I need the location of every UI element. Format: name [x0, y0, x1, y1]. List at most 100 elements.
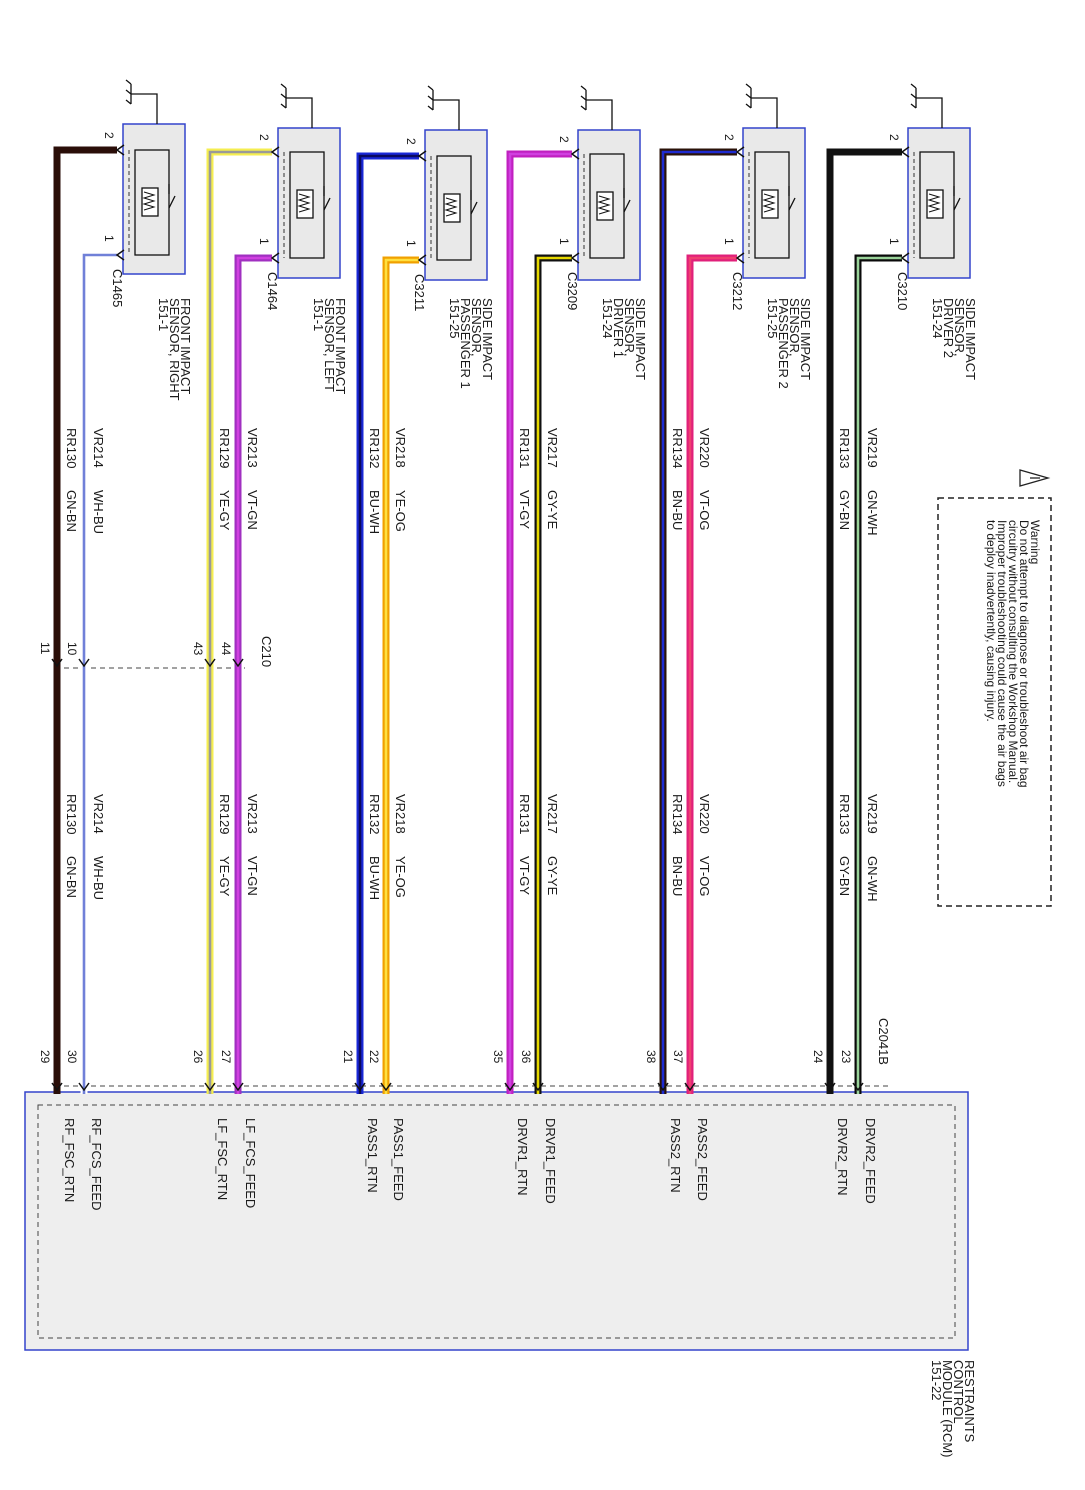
circuit-a-upper: RR129 — [217, 428, 232, 468]
arrow-pin-2 — [735, 146, 745, 158]
circuit-a-upper: RR131 — [517, 428, 532, 468]
sensor-pin-1-wrap: 1 — [257, 238, 271, 245]
arrow-pin-2 — [417, 150, 427, 162]
circuit-a-upper: RR130 — [64, 428, 79, 468]
sensor-name-line-0: SIDE IMPACT — [798, 298, 813, 380]
sensor-circuit — [919, 151, 955, 259]
sensor-connector-label-wrap: C3210 — [895, 272, 910, 310]
module-pin-b-wrap: 36 — [519, 1050, 533, 1064]
switch-blade — [623, 199, 631, 213]
sensor-name-line-0-wrap: SIDE IMPACT — [963, 298, 978, 380]
arrow-pin-1 — [735, 252, 745, 264]
sensor-pin-2: 2 — [257, 134, 271, 141]
sensor-pin-1-wrap: 1 — [887, 238, 901, 245]
colorcode-b-lower: GN-WH — [865, 856, 880, 902]
sensor-pin-2: 2 — [887, 134, 901, 141]
colorcode-b-upper-wrap: GN-WH — [865, 490, 880, 536]
sensor-name-line-1-wrap: SENSOR, — [787, 298, 802, 357]
colorcode-a-upper-wrap: GN-BN — [64, 490, 79, 532]
arrow-module-a — [504, 1082, 516, 1092]
inline-pin-b: 10 — [65, 642, 79, 656]
arrow-module-a — [657, 1082, 669, 1092]
arrow-pin-2 — [270, 146, 280, 158]
circuit-a-lower-wrap: RR129 — [217, 794, 232, 834]
sensor-name-line-1: SENSOR, — [952, 298, 967, 357]
signal-a: DRVR2_RTN — [835, 1118, 850, 1196]
sensor-circuit — [754, 151, 790, 259]
sensor-pin-1: 1 — [722, 238, 736, 245]
sensor-connector-label-wrap: C3212 — [730, 272, 745, 310]
circuit-a-lower: RR134 — [670, 794, 685, 834]
colorcode-a-lower: GY-BN — [837, 856, 852, 896]
colorcode-a-lower-wrap: GY-BN — [837, 856, 852, 896]
sensor-name-line-0-wrap: FRONT IMPACT — [333, 298, 348, 394]
switch-blade — [168, 195, 176, 209]
ground-lead — [131, 93, 158, 124]
sensor-pin-1-wrap: 1 — [557, 238, 571, 245]
sensor-name-line-1: SENSOR, RIGHT — [167, 298, 182, 401]
sensor-circuit — [436, 155, 472, 261]
colorcode-b-upper-wrap: WH-BU — [91, 490, 106, 534]
circuit-b-lower: VR213 — [245, 794, 260, 834]
rcm-module-label: RESTRAINTS CONTROL MODULE (RCM) 151-22 — [929, 1360, 977, 1458]
inline-pin-b: 44 — [219, 642, 233, 656]
circuit-a-lower-wrap: RR131 — [517, 794, 532, 834]
warning-box — [937, 497, 1052, 907]
resistor-zigzag — [927, 193, 941, 213]
signal-a-wrap: RF_FSC_RTN — [62, 1118, 77, 1202]
colorcode-a-lower-wrap: VT-GY — [517, 856, 532, 895]
ground-lead — [751, 97, 778, 128]
colorcode-b-lower: YE-OG — [393, 856, 408, 898]
ground-lead — [286, 97, 313, 128]
colorcode-a-lower-wrap: YE-GY — [217, 856, 232, 897]
circuit-b-upper: VR220 — [697, 428, 712, 468]
resistor-zigzag — [142, 191, 156, 211]
sensor-name-line-0: SIDE IMPACT — [963, 298, 978, 380]
circuit-a-lower-wrap: RR133 — [837, 794, 852, 834]
colorcode-b-lower: VT-OG — [697, 856, 712, 896]
circuit-a-lower: RR132 — [367, 794, 382, 834]
colorcode-a-upper: YE-GY — [217, 490, 232, 531]
module-pin-a-wrap: 24 — [811, 1050, 825, 1064]
sensor-name-line-0-wrap: SIDE IMPACT — [798, 298, 813, 380]
sensor-name-line-3-wrap: 151-25 — [447, 298, 462, 338]
colorcode-a-lower: GN-BN — [64, 856, 79, 898]
module-pin-a-wrap: 21 — [341, 1050, 355, 1064]
arrow-module-a — [824, 1082, 836, 1092]
circuit-b-lower-wrap: VR214 — [91, 794, 106, 834]
colorcode-b-lower: GY-YE — [545, 856, 560, 896]
sensor-name-line-2: PASSENGER 2 — [776, 298, 791, 389]
sensor-name-line-2: PASSENGER 1 — [458, 298, 473, 389]
wire-a-outer — [826, 148, 902, 1094]
module-pin-b-wrap: 37 — [671, 1050, 685, 1064]
ground-icon — [280, 83, 287, 109]
sensor-pin-1-wrap: 1 — [404, 240, 418, 247]
sensor-name-line-2-wrap: 151-1 — [156, 298, 171, 331]
circuit-b-upper: VR214 — [91, 428, 106, 468]
warning-line-3: Improper troubleshooting could cause the… — [995, 520, 1009, 787]
wire-a — [356, 152, 419, 1094]
sensor-connector-label: C3212 — [730, 272, 745, 310]
sensor-pin-2-wrap: 2 — [557, 136, 571, 143]
circuit-a-lower: RR131 — [517, 794, 532, 834]
inline-pin-b-wrap: 44 — [219, 642, 233, 656]
sensor-circuit — [589, 153, 625, 259]
wire-b-stripe — [384, 258, 419, 1094]
sensor-name-line-2: DRIVER 2 — [941, 298, 956, 358]
inline-pin-b-wrap: 10 — [65, 642, 79, 656]
circuit-b-lower: VR217 — [545, 794, 560, 834]
circuit-b-lower-wrap: VR219 — [865, 794, 880, 834]
colorcode-b-lower-wrap: VT-OG — [697, 856, 712, 896]
rcm-name-line-4: 151-22 — [929, 1360, 944, 1400]
colorcode-a-upper: BU-WH — [367, 490, 382, 534]
circuit-b-upper-wrap: VR214 — [91, 428, 106, 468]
circuit-a-upper: RR132 — [367, 428, 382, 468]
wire-b — [80, 251, 117, 1094]
sensor-pin-2-wrap: 2 — [257, 134, 271, 141]
circuit-b-lower-wrap: VR213 — [245, 794, 260, 834]
module-pin-a: 26 — [191, 1050, 205, 1064]
signal-a: PASS2_RTN — [668, 1118, 683, 1193]
colorcode-a-upper: GN-BN — [64, 490, 79, 532]
